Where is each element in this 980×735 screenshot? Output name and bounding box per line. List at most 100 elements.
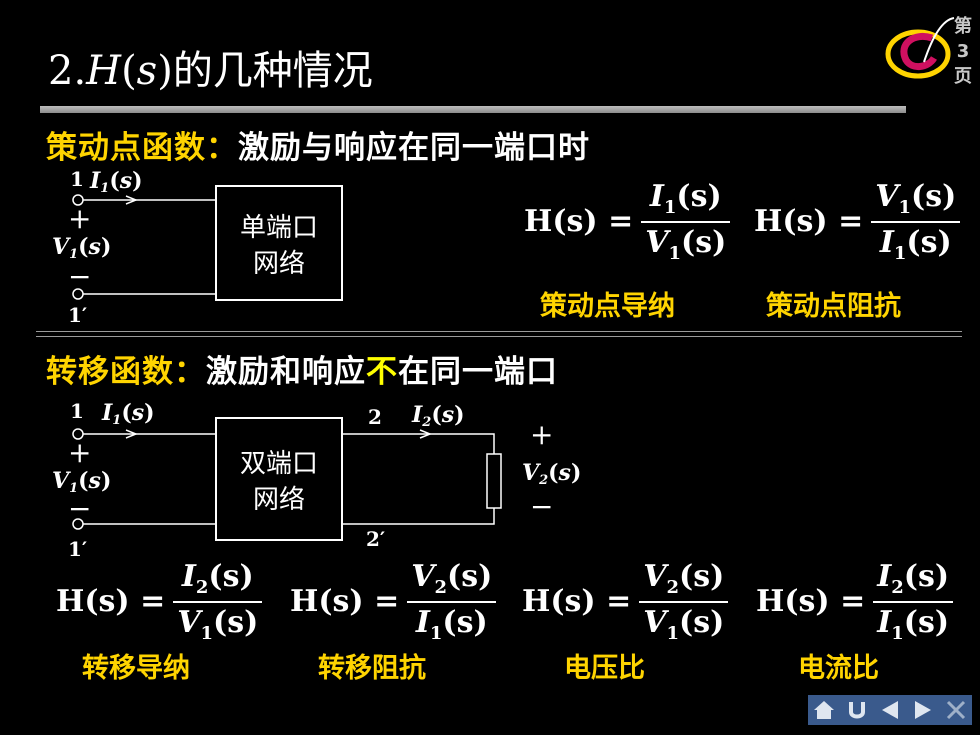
numerator: V2(s) [643, 559, 725, 598]
formula-lhs: H(s) = [522, 584, 632, 620]
label-driving-point-admittance: 策动点导纳 [540, 291, 675, 322]
section2-heading-sep: ： [174, 354, 206, 390]
numerator: V2(s) [411, 559, 493, 598]
two-port-circuit: 1 I1(s) + V1(s) − 1′ 2 I2(s) 2′ + V2(s) … [40, 396, 600, 561]
plus-sign: + [68, 202, 91, 235]
wire-out-top [342, 433, 495, 454]
section1-heading: 策动点函数：激励与响应在同一端口时 [46, 122, 590, 167]
numerator: I2(s) [181, 559, 254, 598]
title-rparen: ) [157, 48, 173, 94]
title-lparen: ( [121, 48, 137, 94]
section1-heading-key: 策动点函数 [46, 130, 206, 166]
page-char-3: 页 [954, 66, 972, 87]
numerator: V1(s) [875, 179, 957, 218]
label-current-ratio: 电流比 [798, 653, 879, 684]
return-button[interactable] [842, 697, 872, 723]
box-line-1: 双端口 [239, 449, 318, 479]
transfer-admittance-formula: H(s) = I2(s) V1(s) [56, 559, 263, 644]
single-port-circuit: 1 I1(s) + V1(s) − 1′ 单端口 网络 [40, 166, 360, 327]
close-button[interactable] [941, 697, 971, 723]
current-arrow-2 [419, 429, 433, 439]
page-title: 2.H(s)的几种情况 [48, 38, 373, 96]
title-func: H [86, 48, 122, 94]
logo-icon [885, 17, 955, 79]
fraction: I1(s) V1(s) [641, 179, 731, 264]
denominator: I1(s) [879, 224, 952, 264]
current-arrow-1 [125, 429, 139, 439]
formula-lhs: H(s) = [524, 204, 634, 240]
title-var: s [136, 48, 158, 94]
current-arrow [125, 195, 139, 205]
port-label-1-prime: 1′ [68, 303, 87, 326]
minus-sign-1: − [68, 492, 91, 525]
page-indicator: 第 3 页 [950, 14, 976, 89]
fraction: V1(s) I1(s) [871, 179, 961, 264]
plus-sign-1: + [68, 436, 91, 469]
title-divider [40, 106, 906, 113]
formula-lhs: H(s) = [754, 204, 864, 240]
load-resistor [486, 453, 502, 509]
numerator: I2(s) [877, 559, 950, 598]
plus-sign-2: + [530, 418, 553, 451]
fraction: V2(s) V1(s) [639, 559, 729, 644]
voltage-label-2: V2(s) [522, 460, 581, 488]
wire-out-bottom [342, 508, 495, 525]
box-line-1: 单端口 [239, 213, 318, 243]
port-label-2-prime: 2′ [366, 527, 385, 551]
voltage-label: V1(s) [52, 234, 111, 262]
home-button[interactable] [809, 697, 839, 723]
denominator: V1(s) [177, 604, 259, 644]
logo: 第 3 页 [884, 8, 976, 100]
current-label: I1(s) [89, 168, 143, 196]
driving-point-impedance-formula: H(s) = V1(s) I1(s) [754, 179, 961, 264]
next-icon [914, 701, 931, 719]
previous-button[interactable] [875, 697, 905, 723]
section1-heading-sep: ： [206, 130, 238, 166]
formula-lhs: H(s) = [56, 584, 166, 620]
label-transfer-admittance: 转移导纳 [82, 653, 190, 684]
box-line-2: 网络 [252, 485, 305, 515]
fraction: I2(s) I1(s) [873, 559, 954, 644]
two-port-box-label: 双端口 网络 [216, 446, 342, 518]
box-line-2: 网络 [252, 249, 305, 279]
formula-lhs: H(s) = [756, 584, 866, 620]
label-transfer-impedance: 转移阻抗 [318, 653, 426, 684]
fraction: I2(s) V1(s) [173, 559, 263, 644]
section2-heading: 转移函数：激励和响应不在同一端口 [46, 346, 558, 391]
title-prefix: 2. [48, 48, 87, 94]
fraction: V2(s) I1(s) [407, 559, 497, 644]
label-voltage-ratio: 电压比 [564, 653, 645, 684]
page-char-1: 第 [954, 16, 972, 37]
voltage-label-1: V1(s) [52, 468, 111, 496]
logo-stroke [923, 17, 955, 63]
numerator: I1(s) [649, 179, 722, 218]
voltage-ratio-formula: H(s) = V2(s) V1(s) [522, 559, 729, 644]
title-rest: 的几种情况 [172, 48, 373, 94]
fraction-bar [873, 600, 954, 603]
port-label-1: 1 [70, 399, 84, 423]
fraction-bar [173, 600, 263, 603]
denominator: V1(s) [645, 224, 727, 264]
current-ratio-formula: H(s) = I2(s) I1(s) [756, 559, 954, 644]
port-label-1-prime: 1′ [68, 537, 87, 560]
formula-lhs: H(s) = [290, 584, 400, 620]
current-label-2: I2(s) [411, 402, 465, 430]
port-label-2: 2 [368, 405, 382, 429]
slide-nav-bar [808, 695, 972, 725]
denominator: I1(s) [877, 604, 950, 644]
single-port-diagram: 1 I1(s) + V1(s) − 1′ [52, 167, 343, 327]
next-button[interactable] [908, 697, 938, 723]
section1-heading-rest: 激励与响应在同一端口时 [238, 130, 590, 166]
minus-sign-2: − [530, 490, 553, 523]
minus-sign: − [68, 260, 91, 293]
section2-heading-pre: 激励和响应 [206, 354, 366, 390]
home-icon [814, 701, 835, 719]
section-divider [36, 331, 962, 337]
denominator: I1(s) [415, 604, 488, 644]
logo-ring [885, 29, 951, 79]
transfer-impedance-formula: H(s) = V2(s) I1(s) [290, 559, 497, 644]
section2-heading-not: 不 [366, 354, 398, 390]
fraction-bar [871, 220, 961, 223]
driving-point-admittance-formula: H(s) = I1(s) V1(s) [524, 179, 731, 264]
single-port-box [215, 185, 343, 301]
